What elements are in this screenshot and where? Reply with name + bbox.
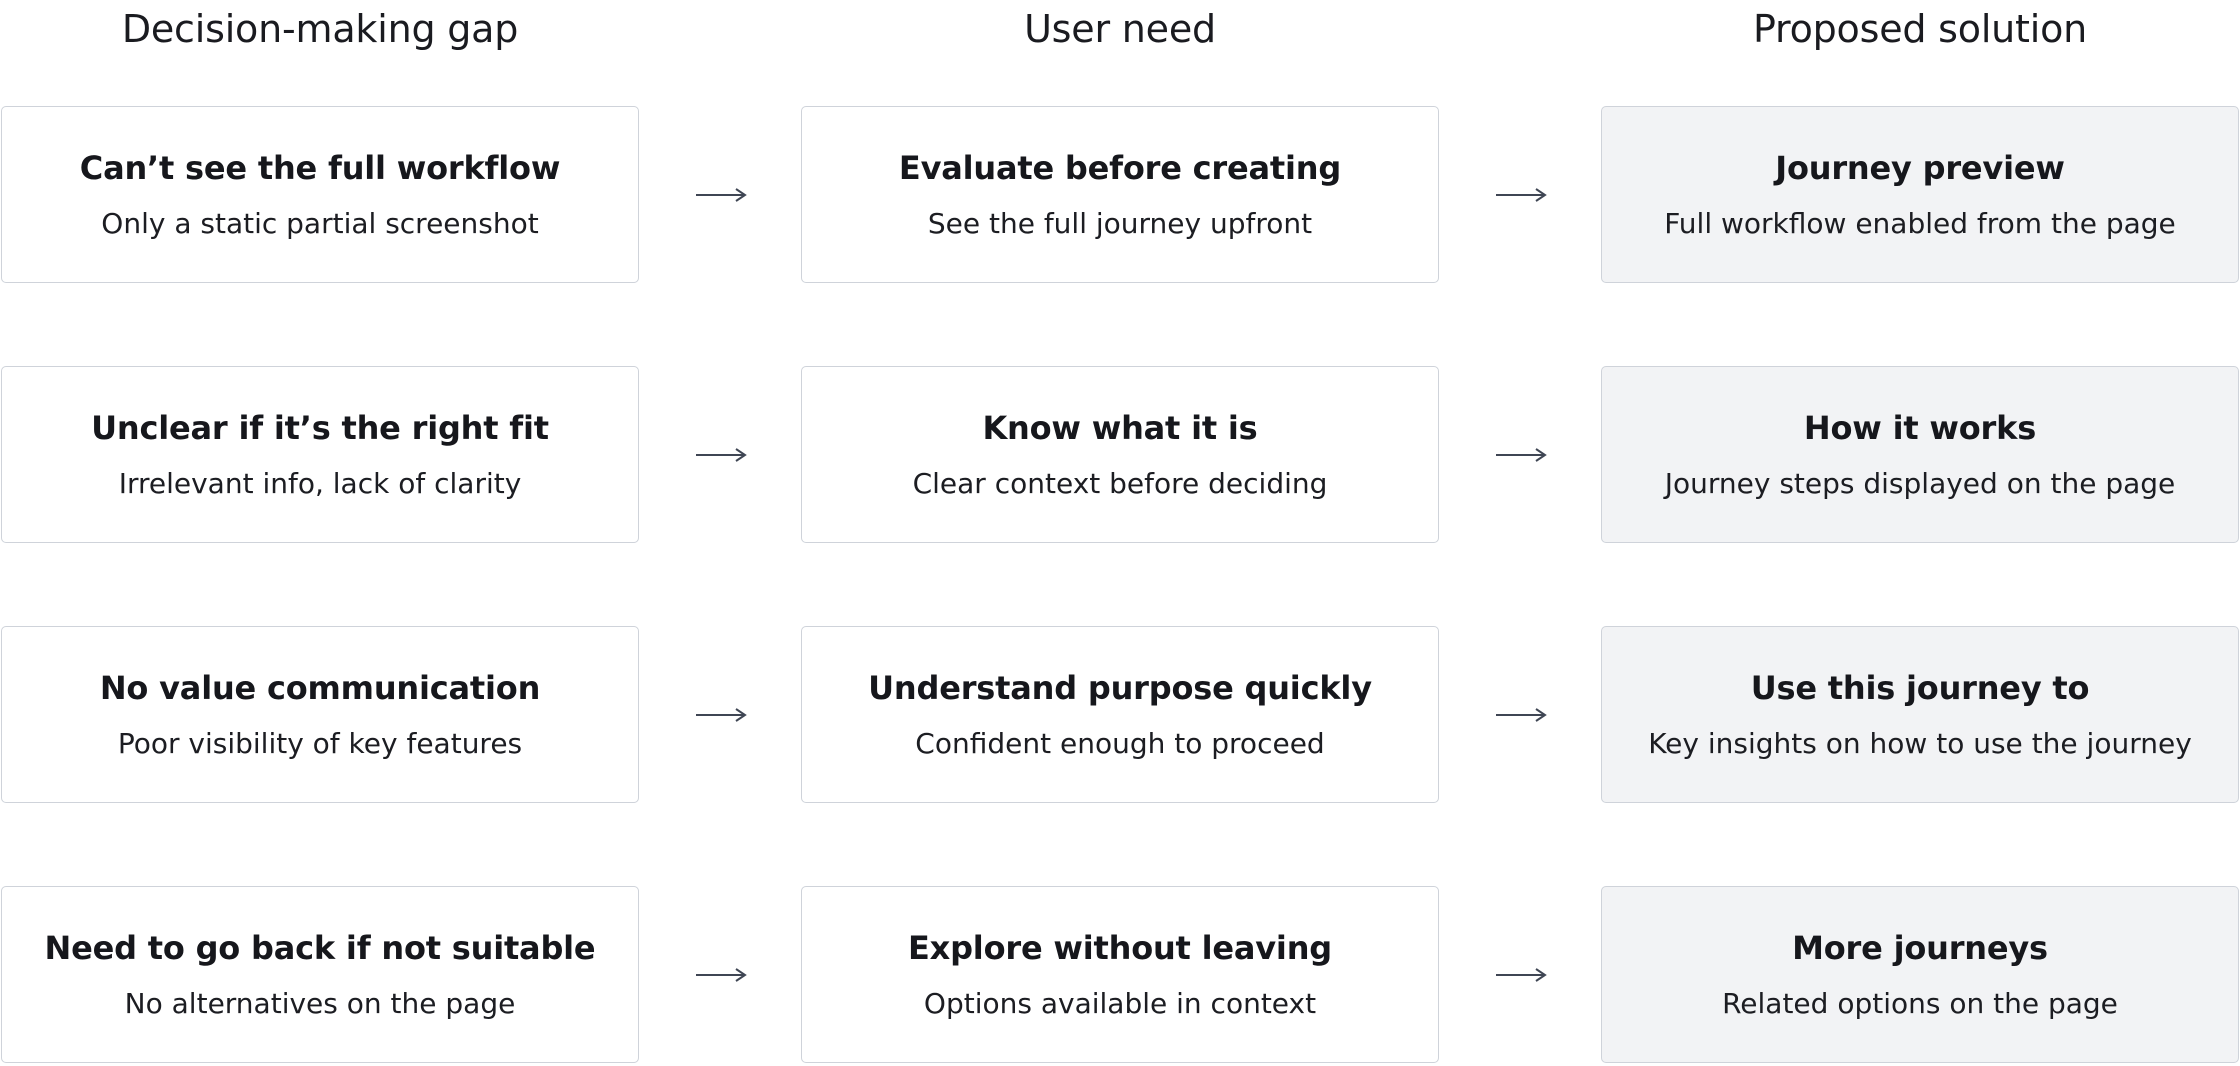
need-card: Know what it is Clear context before dec… (801, 366, 1439, 543)
arrow-right-icon (695, 185, 747, 205)
gap-card-subtitle: Poor visibility of key features (117, 726, 523, 760)
gap-card: No value communication Poor visibility o… (1, 626, 639, 803)
gap-card-subtitle: No alternatives on the page (124, 986, 516, 1020)
arrow-right-icon (1495, 185, 1547, 205)
need-card-subtitle: Options available in context (923, 986, 1317, 1020)
solution-card-title: How it works (1803, 408, 2037, 447)
need-card: Evaluate before creating See the full jo… (801, 106, 1439, 283)
solution-card-title: More journeys (1792, 928, 2048, 967)
column-header-decision-gap: Decision-making gap (121, 7, 519, 51)
gap-card: Need to go back if not suitable No alter… (1, 886, 639, 1063)
arrow-right-icon (695, 445, 747, 465)
gap-card-title: Unclear if it’s the right fit (91, 408, 549, 447)
arrow-right-icon (1495, 705, 1547, 725)
need-card-title: Evaluate before creating (898, 148, 1342, 187)
solution-card-subtitle: Related options on the page (1722, 986, 2118, 1020)
gap-card-title: Need to go back if not suitable (44, 928, 596, 967)
need-card: Explore without leaving Options availabl… (801, 886, 1439, 1063)
arrow-right-icon (1495, 445, 1547, 465)
solution-card: More journeys Related options on the pag… (1601, 886, 2239, 1063)
need-card: Understand purpose quickly Confident eno… (801, 626, 1439, 803)
gap-card-subtitle: Only a static partial screenshot (101, 206, 539, 240)
need-card-title: Explore without leaving (908, 928, 1332, 967)
need-card-title: Know what it is (982, 408, 1258, 447)
solution-card-subtitle: Key insights on how to use the journey (1648, 726, 2192, 760)
gap-card-title: Can’t see the full workflow (79, 148, 561, 187)
solution-card-subtitle: Journey steps displayed on the page (1664, 466, 2176, 500)
column-header-user-need: User need (1024, 7, 1216, 51)
solution-card: How it works Journey steps displayed on … (1601, 366, 2239, 543)
gap-card-title: No value communication (99, 668, 541, 707)
column-header-proposed-solution: Proposed solution (1752, 7, 2088, 51)
solution-card-title: Use this journey to (1750, 668, 2090, 707)
gap-card-subtitle: Irrelevant info, lack of clarity (118, 466, 522, 500)
arrow-right-icon (695, 705, 747, 725)
need-card-subtitle: Clear context before deciding (912, 466, 1328, 500)
need-card-subtitle: Confident enough to proceed (915, 726, 1325, 760)
need-card-subtitle: See the full journey upfront (927, 206, 1313, 240)
arrow-right-icon (695, 965, 747, 985)
need-card-title: Understand purpose quickly (868, 668, 1372, 707)
gap-card: Unclear if it’s the right fit Irrelevant… (1, 366, 639, 543)
solution-card-subtitle: Full workflow enabled from the page (1664, 206, 2176, 240)
solution-card-title: Journey preview (1775, 148, 2065, 187)
arrow-right-icon (1495, 965, 1547, 985)
solution-card: Journey preview Full workflow enabled fr… (1601, 106, 2239, 283)
gap-card: Can’t see the full workflow Only a stati… (1, 106, 639, 283)
solution-card: Use this journey to Key insights on how … (1601, 626, 2239, 803)
